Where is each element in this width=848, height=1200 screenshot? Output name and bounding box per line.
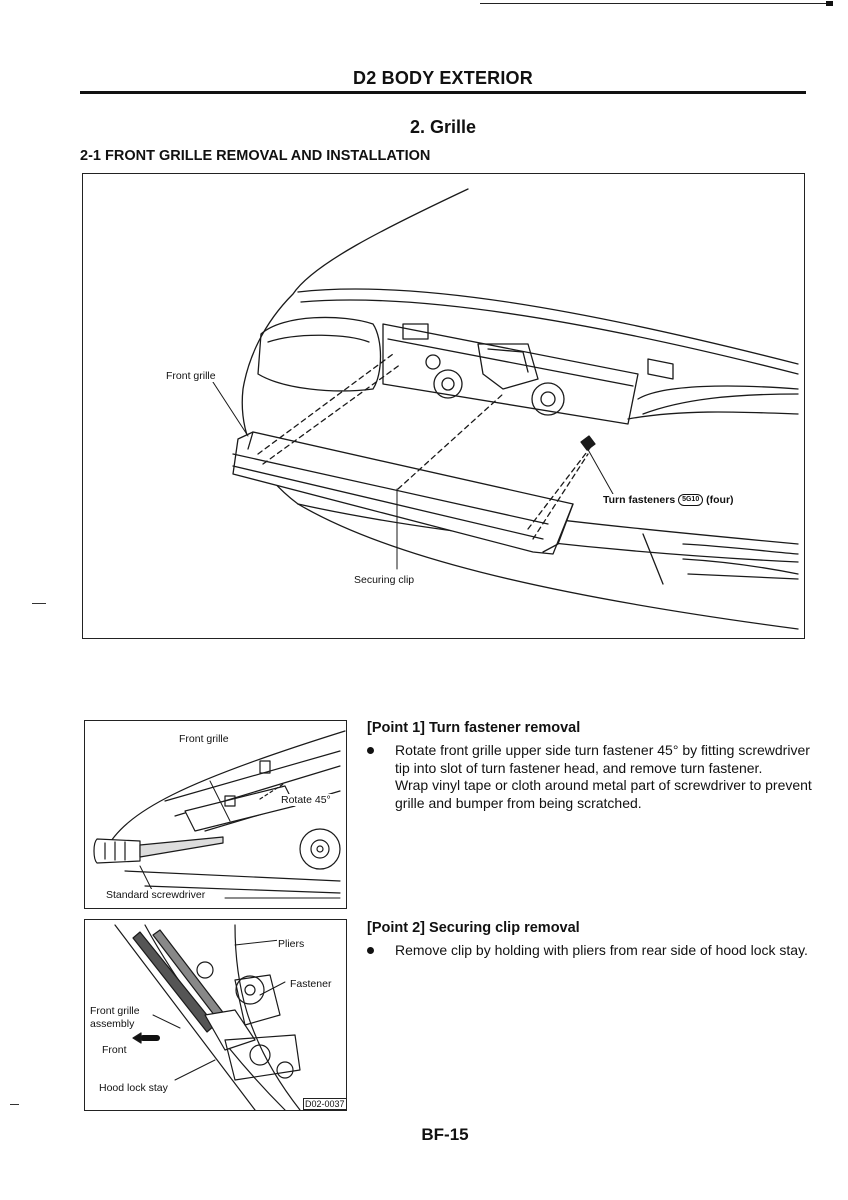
header-rule bbox=[80, 91, 806, 94]
figure-code: D02-0037 bbox=[303, 1098, 347, 1110]
label-front-grille: Front grille bbox=[165, 370, 217, 382]
point2-figure: Pliers Fastener Front grille assembly Fr… bbox=[84, 919, 347, 1111]
label-turn-fasteners: Turn fasteners 5G10 (four) bbox=[602, 494, 735, 507]
point1-paragraph: Wrap vinyl tape or cloth around metal pa… bbox=[395, 777, 812, 811]
point1-title: [Point 1] Turn fastener removal bbox=[367, 720, 581, 736]
top-edge-mark bbox=[826, 1, 833, 6]
p1-label-front-grille: Front grille bbox=[178, 733, 230, 745]
p2-label-front: Front bbox=[101, 1044, 128, 1056]
p1-label-screwdriver: Standard screwdriver bbox=[105, 889, 207, 901]
point2-bullet: Remove clip by holding with pliers from … bbox=[367, 942, 812, 982]
screwdriver-illustration bbox=[93, 730, 346, 899]
bullet-icon bbox=[367, 747, 374, 754]
margin-mark bbox=[32, 603, 46, 604]
section-title: 2. Grille bbox=[409, 117, 477, 137]
margin-mark bbox=[10, 1104, 19, 1105]
label-securing-clip: Securing clip bbox=[353, 574, 416, 586]
p2-label-hood-lock-stay: Hood lock stay bbox=[98, 1082, 169, 1094]
top-edge-rule bbox=[480, 3, 832, 4]
point2-title: [Point 2] Securing clip removal bbox=[367, 920, 580, 936]
page-number: BF-15 bbox=[421, 1125, 469, 1144]
main-figure: Front grille Turn fasteners 5G10 (four) … bbox=[82, 173, 805, 639]
point1-bullet: Rotate front grille upper side turn fast… bbox=[367, 742, 812, 832]
pliers-illustration bbox=[114, 924, 301, 1111]
sub-title: 2-1 FRONT GRILLE REMOVAL AND INSTALLATIO… bbox=[80, 148, 431, 164]
point2-paragraph: Remove clip by holding with pliers from … bbox=[395, 942, 808, 958]
fastener-code-icon: 5G10 bbox=[678, 494, 704, 507]
point1-paragraph: Rotate front grille upper side turn fast… bbox=[395, 742, 810, 776]
p2-label-front-grille-assembly: Front grille assembly bbox=[89, 1005, 141, 1031]
p2-label-fastener: Fastener bbox=[289, 978, 333, 990]
section-header: D2 BODY EXTERIOR bbox=[353, 68, 533, 88]
bullet-icon bbox=[367, 947, 374, 954]
p1-label-rotate: Rotate 45° bbox=[280, 794, 332, 806]
p2-label-pliers: Pliers bbox=[277, 938, 306, 950]
grille-illustration bbox=[210, 188, 799, 630]
point1-figure: Front grille Rotate 45° Standard screwdr… bbox=[84, 720, 347, 909]
